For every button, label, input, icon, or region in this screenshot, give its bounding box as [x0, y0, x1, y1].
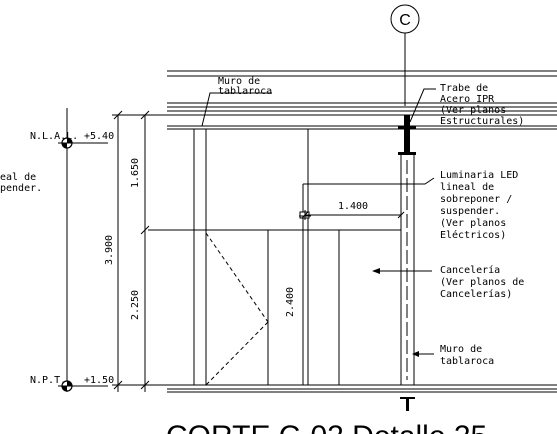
callout-trabe-4: Estructurales)	[440, 116, 524, 127]
callout-canceleria-1: Cancelería	[440, 264, 500, 276]
dim-chain	[112, 110, 194, 392]
section-cut-mark	[400, 397, 415, 411]
level-npt-value: +1.50	[84, 375, 114, 386]
callout-trabe-leader	[409, 88, 436, 123]
left-clipped-note-1: eal de	[0, 172, 36, 183]
callout-luminaria-2: lineal de	[440, 182, 494, 193]
callout-luminaria-leader	[303, 177, 435, 185]
callout-muro-top-leader	[201, 92, 272, 127]
drawing-title: CORTE C-02 Detalle 25	[166, 420, 487, 434]
level-nlal-label: N.L.A.L.	[30, 131, 78, 142]
callout-trabe-1: Trabe de	[440, 83, 488, 94]
callout-muro-bottom-1: Muro de	[440, 344, 482, 355]
callout-luminaria-4: suspender.	[440, 206, 500, 217]
dim-luminaire-offset-label: 1.400	[338, 201, 368, 212]
callout-trabe-3: (Ver planos	[440, 105, 506, 116]
callout-muro-bottom-2: tablaroca	[440, 356, 494, 367]
right-partition-wall	[400, 155, 415, 385]
left-partition-wall	[193, 129, 207, 385]
level-nlal-value: +5.40	[84, 131, 114, 142]
canceleria-mullions	[267, 230, 340, 385]
left-clipped-note-2: pender.	[0, 183, 42, 194]
level-marker-npt	[58, 380, 108, 392]
callout-luminaria-3: sobreponer /	[440, 194, 512, 205]
callout-muro-top-2: tablaroca	[218, 86, 272, 97]
callout-canceleria-leader	[372, 268, 432, 274]
callout-luminaria-1: Luminaria LED	[440, 170, 518, 181]
dim-luminaire-offset	[301, 210, 405, 220]
callout-muro-bottom-leader	[412, 351, 434, 357]
grid-bubble: C	[390, 4, 420, 34]
callout-luminaria-6: Eléctricos)	[440, 229, 506, 241]
dim-total-height-label: 3.900	[104, 235, 115, 265]
dim-lower-label: 2.250	[130, 290, 141, 320]
dim-upper-label: 1.650	[130, 158, 141, 188]
callout-canceleria-2: (Ver planos de	[440, 277, 524, 288]
door-swing	[205, 232, 269, 386]
floor-lines	[167, 384, 557, 393]
grid-bubble-label: C	[399, 12, 411, 29]
dim-partition-height-label: 2.400	[285, 287, 296, 317]
callout-muro-top-1: Muro de	[218, 76, 260, 87]
level-marker-nlal	[58, 108, 108, 392]
callout-canceleria-3: Cancelerías)	[440, 288, 512, 300]
slab-lines	[167, 70, 557, 130]
callout-luminaria-5: (Ver planos	[440, 218, 506, 229]
level-npt-label: N.P.T.	[30, 375, 66, 386]
steel-beam-ipr	[398, 115, 416, 155]
callout-trabe-2: Acero IPR	[440, 94, 495, 105]
